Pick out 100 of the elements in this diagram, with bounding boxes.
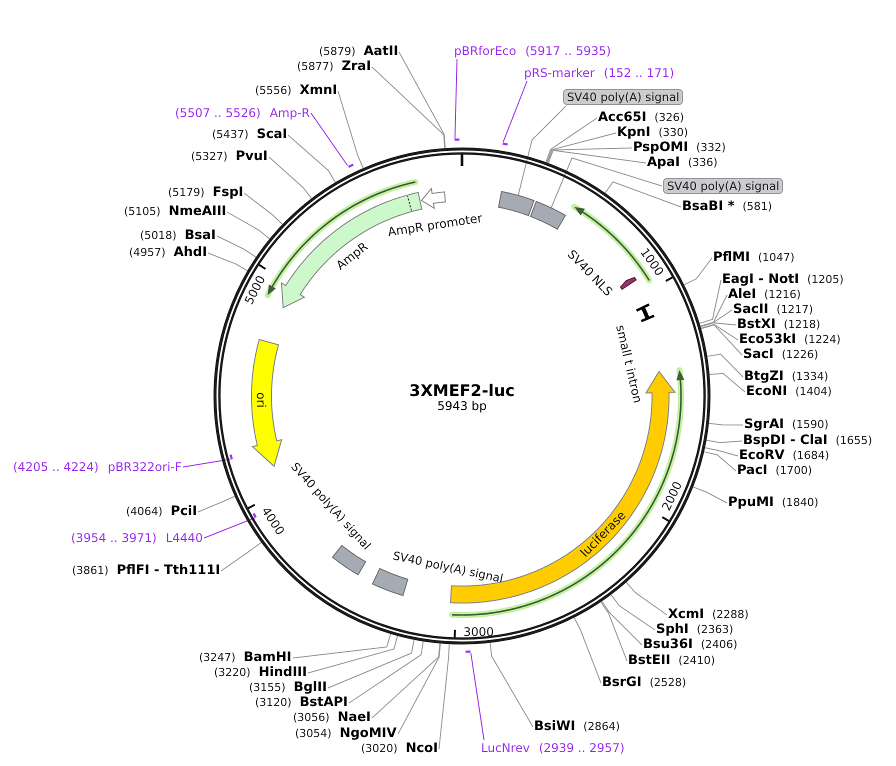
enzyme-name: ScaI [256,128,288,142]
leader-line [700,324,742,356]
leader-line [600,602,628,662]
leader-line [348,640,424,704]
cut-site-position: (330) [658,126,688,140]
leader-line [708,422,744,426]
enzyme-name: BsaBI * [682,200,734,214]
cut-site-position: (3120) [255,696,292,710]
leader-line [328,639,415,688]
enzyme-name: BtgZI [744,370,784,384]
cut-site-position: (1334) [792,370,828,384]
enzyme-name: AleI [728,288,756,302]
cut-site-position: (1205) [807,273,844,287]
plasmid-size: 5943 bp [437,400,487,414]
leader-line [699,280,722,324]
enzyme-name: EcoRV [739,449,785,463]
enzyme-name: NaeI [338,711,371,725]
feature-label: ori [254,392,268,408]
leader-line [610,594,656,630]
cut-site-position: (1218) [784,318,820,332]
enzyme-name: Eco53kI [739,333,796,347]
cut-site-position: (1216) [764,288,801,302]
cut-site-position: (1224) [804,333,841,347]
enzyme-name: BsiWI [534,720,576,734]
primer-position: (5917 .. 5935) [525,44,611,58]
leader-line [684,258,712,286]
cut-site-position: (2410) [678,654,715,668]
enzyme-name: FspI [212,186,244,200]
enzyme-name: PspOMI [633,141,688,155]
primer-name: pBRforEco [454,44,516,58]
cut-site-position: (5877) [297,60,334,74]
leader-line [518,106,566,196]
leader-line [550,157,662,208]
enzyme-name: BglII [294,681,327,695]
enzyme-name: HindIII [258,666,307,680]
tick-label: 2000 [660,480,684,512]
leader-line [700,294,728,327]
plasmid-name: 3XMEF2-luc [409,382,515,400]
primer-position: (2939 .. 2957) [538,741,625,755]
enzyme-name: BsaI [184,229,216,243]
cut-site-position: (3220) [214,666,251,680]
enzyme-name: PpuMI [728,496,774,510]
enzyme-name: BstEII [628,654,670,668]
cut-site-position: (1404) [795,385,832,399]
feature-label: AmpR promoter [386,210,484,240]
leader-line [706,354,744,378]
leader-line [182,458,231,468]
cut-site-position: (3020) [361,742,398,756]
cut-site-position: (2864) [583,720,620,734]
enzyme-name: Bsu36I [643,638,693,652]
leader-line [700,310,732,327]
leader-line [308,635,398,674]
cut-site-position: (336) [688,156,718,170]
cut-site-position: (5879) [319,45,356,59]
enzyme-name: PacI [737,464,768,478]
enzyme-name: BspDI - ClaI [743,434,828,448]
cut-site-position: (1700) [776,464,812,478]
tick-label: 3000 [463,626,494,638]
feature-label-tag: SV40 poly(A) signal [563,89,684,105]
leader-line [398,52,446,149]
leader-line [292,634,392,658]
enzyme-name: EcoNI [746,385,788,399]
cut-site-position: (1217) [776,303,814,317]
enzyme-name: PvuI [236,150,268,164]
cut-site-position: (3155) [249,681,286,695]
cut-site-position: (1590) [792,418,829,432]
leader-line [604,181,682,208]
leader-line [268,156,312,199]
cut-site-position: (2406) [700,638,738,652]
primer-name: pBR322ori-F [108,460,182,474]
leader-line [310,112,348,166]
leader-line [208,252,248,272]
leader-line [704,447,738,456]
enzyme-name: SgrAI [744,418,784,432]
primer-name: pRS-marker [524,66,595,80]
leader-line [548,150,646,164]
leader-line [398,643,441,734]
enzyme-name: ApaI [647,156,680,170]
leader-line [288,134,336,183]
leader-line [220,542,262,572]
tick-label: 5000 [242,273,267,306]
primer-position: (152 .. 171) [604,66,674,80]
primer-position: (3954 .. 3971) [71,531,157,545]
primer-position: (5507 .. 5526) [175,106,261,120]
enzyme-name: XmnI [300,84,338,98]
leader-line [198,496,236,512]
leader-line [372,643,440,718]
cut-site-position: (1840) [782,496,818,510]
cut-site-position: (1684) [792,449,830,463]
leader-line [574,617,602,684]
leader-line [704,451,736,472]
leader-line [709,372,746,392]
primer-name: Amp-R [270,106,310,120]
cut-site-position: (2528) [650,676,686,690]
cut-site-position: (1655) [836,434,872,448]
cut-site-position: (581) [742,200,772,214]
leader-line [545,118,598,163]
cut-site-position: (1047) [758,251,795,265]
cut-site-position: (3056) [293,711,330,725]
enzyme-name: BamHI [244,651,292,665]
